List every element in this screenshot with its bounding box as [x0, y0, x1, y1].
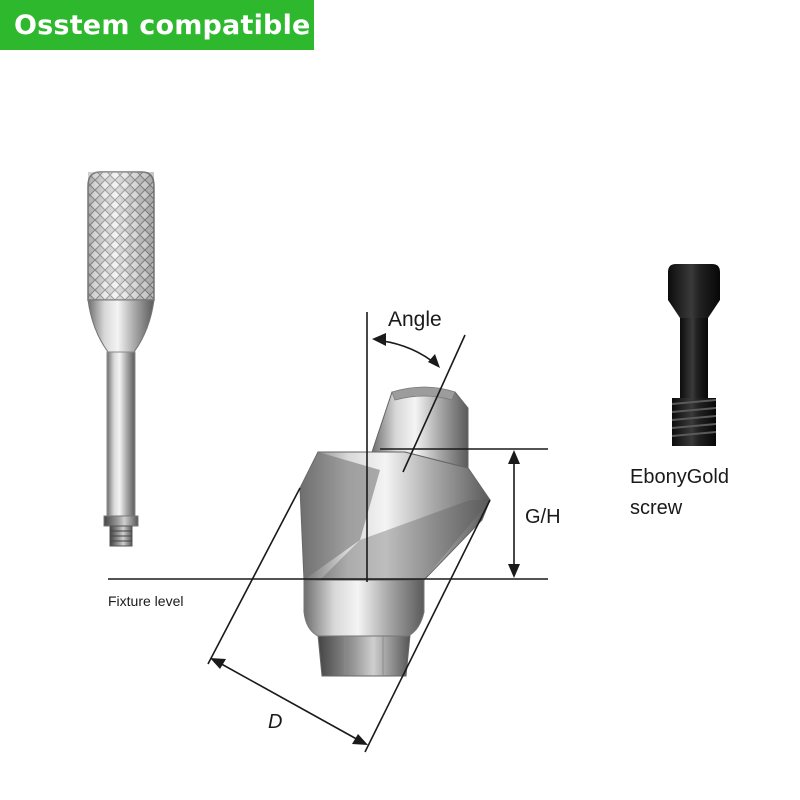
angle-label: Angle	[388, 308, 442, 331]
d-extension-left	[207, 487, 301, 665]
screw-label-line2: screw	[630, 497, 683, 519]
gh-label: G/H	[525, 506, 561, 528]
d-extension-right	[364, 499, 491, 753]
fixture-level-label: Fixture level	[108, 593, 183, 609]
d-dimension-arrow	[215, 660, 363, 743]
dimension-lines	[108, 312, 548, 753]
d-label: D	[268, 711, 282, 733]
compatibility-badge: Osstem compatible	[0, 0, 314, 50]
arrow-heads	[210, 333, 520, 745]
hex-driver-tool	[87, 171, 155, 547]
abutment-screw	[668, 264, 720, 446]
screw-label-line1: EbonyGold	[630, 466, 729, 488]
angled-abutment	[299, 386, 491, 677]
badge-text: Osstem compatible	[14, 9, 311, 41]
